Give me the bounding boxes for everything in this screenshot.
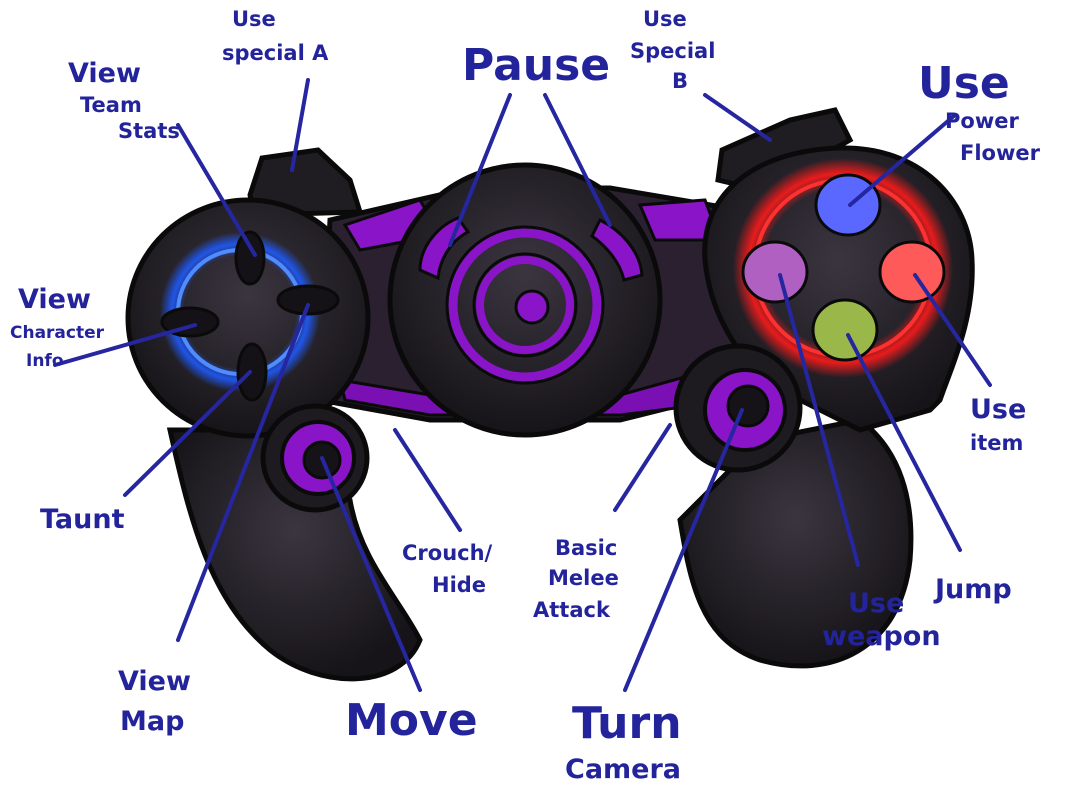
label-use-power-flower-3: Flower	[960, 141, 1041, 165]
label-view-map-1: View	[118, 666, 191, 697]
label-view-team-stats-2: Team	[80, 93, 142, 117]
label-use-power-flower-2: Power	[945, 109, 1019, 133]
label-use-special-b-3: B	[672, 69, 688, 93]
label-view-character-info-1: View	[18, 284, 91, 315]
label-basic-melee-1: Basic	[555, 536, 617, 560]
label-jump: Jump	[933, 574, 1012, 605]
label-move: Move	[345, 695, 478, 746]
dpad-up[interactable]	[236, 232, 264, 284]
label-crouch-hide-1: Crouch/	[402, 541, 493, 565]
label-use-weapon-1: Use	[848, 588, 904, 619]
label-use-power-flower-1: Use	[918, 58, 1010, 109]
label-view-character-info-2: Character	[10, 323, 105, 343]
leader-crouch-hide	[395, 430, 460, 530]
label-pause: Pause	[462, 40, 610, 91]
right-stick-cap	[728, 386, 768, 426]
label-crouch-hide-2: Hide	[432, 573, 486, 597]
label-use-special-a-1: Use	[232, 7, 276, 31]
label-turn-camera-1: Turn	[572, 698, 682, 749]
jump-button[interactable]	[813, 300, 877, 360]
pause-button[interactable]	[516, 291, 548, 323]
label-taunt: Taunt	[40, 504, 125, 535]
label-basic-melee-3: Attack	[533, 598, 611, 622]
weapon-button[interactable]	[743, 242, 807, 302]
label-view-team-stats-3: Stats	[118, 119, 180, 143]
label-turn-camera-2: Camera	[565, 754, 681, 785]
label-view-character-info-3: Info	[26, 351, 64, 371]
label-use-item-1: Use	[970, 394, 1026, 425]
label-use-special-b-2: Special	[630, 39, 715, 63]
label-view-map-2: Map	[120, 706, 184, 737]
leader-basic-melee	[615, 425, 670, 510]
leader-use-special-b	[705, 95, 770, 140]
label-use-special-b-1: Use	[643, 7, 687, 31]
controller	[128, 110, 972, 679]
label-use-item-2: item	[970, 431, 1023, 455]
item-button[interactable]	[880, 242, 944, 302]
label-use-special-a-2: special A	[222, 41, 329, 65]
label-basic-melee-2: Melee	[548, 566, 619, 590]
label-use-weapon-2: weapon	[822, 621, 941, 652]
label-view-team-stats-1: View	[68, 58, 141, 89]
